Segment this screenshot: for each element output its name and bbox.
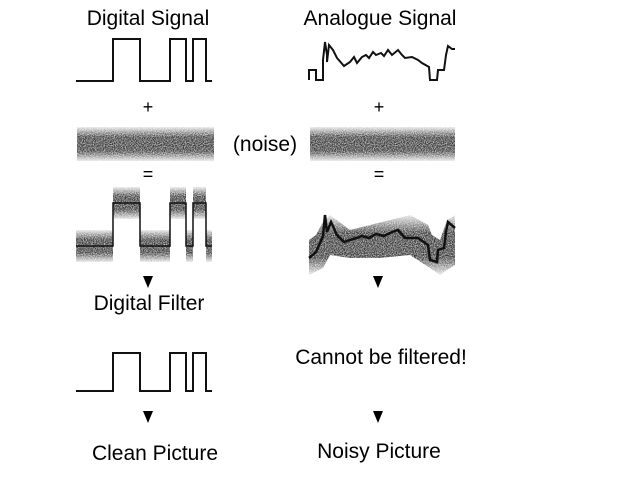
arrow-down-icon [373, 276, 383, 288]
noisy-picture-label: Noisy Picture [317, 440, 441, 463]
arrow-down-icon [143, 411, 153, 423]
noise-bar-right [310, 127, 455, 161]
digital-signal-waveform [76, 38, 212, 82]
plus-sign-right: + [374, 97, 385, 117]
plus-sign-left: + [143, 97, 154, 117]
analogue-signal-title: Analogue Signal [304, 7, 457, 30]
arrow-down-icon [373, 411, 383, 423]
arrow-down-icon [143, 276, 153, 288]
noisy-analogue-signal [308, 214, 456, 275]
digital-signal-title: Digital Signal [87, 7, 210, 30]
equals-sign-right: = [374, 164, 385, 184]
noisy-digital-centerline [76, 202, 212, 247]
cannot-be-filtered-label: Cannot be filtered! [295, 346, 467, 369]
noisy-digital-signal [76, 187, 212, 262]
digital-filter-label: Digital Filter [94, 292, 205, 315]
noise-label: (noise) [233, 133, 297, 156]
filtered-digital-waveform [76, 352, 212, 392]
noise-bar-left [77, 127, 214, 161]
clean-picture-label: Clean Picture [92, 442, 218, 465]
equals-sign-left: = [143, 164, 154, 184]
analogue-signal-waveform [308, 41, 455, 81]
